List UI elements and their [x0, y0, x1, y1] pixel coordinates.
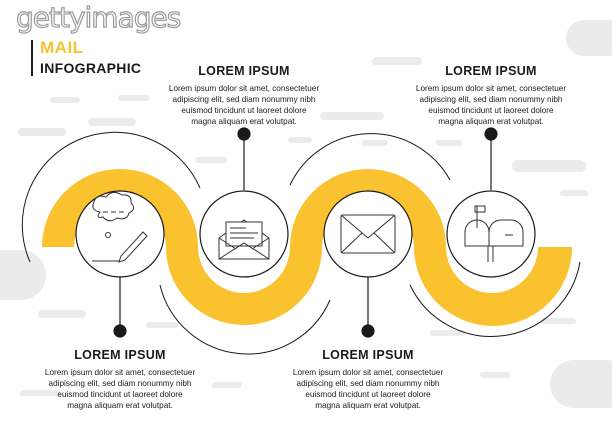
step-body: Lorem ipsum dolor sit amet, consectetuer… [154, 83, 334, 127]
background-dashes [0, 20, 612, 408]
step-1-text: LOREM IPSUM Lorem ipsum dolor sit amet, … [30, 348, 210, 411]
watermark: gettyimages [15, 1, 182, 34]
step-2-text: LOREM IPSUM Lorem ipsum dolor sit amet, … [154, 64, 334, 127]
step-body: Lorem ipsum dolor sit amet, consectetuer… [401, 83, 581, 127]
body-line: magna aliquam erat volutpat. [67, 401, 173, 410]
body-line: Lorem ipsum dolor sit amet, consectetuer [292, 368, 444, 377]
outline-arcs [21, 131, 581, 355]
mailbox-icon [464, 205, 524, 262]
body-line: adipiscing elit, sed diam nonummy nibh [48, 379, 192, 388]
envelope-icon [340, 214, 396, 254]
step-heading: LOREM IPSUM [322, 348, 414, 362]
connectors [113, 127, 498, 338]
body-line: euismod tincidunt ut laoreet dolore [428, 106, 554, 115]
body-line: adipiscing elit, sed diam nonummy nibh [296, 379, 440, 388]
body-line: Lorem ipsum dolor sit amet, consectetuer [168, 84, 320, 93]
title-infographic: INFOGRAPHIC [40, 60, 142, 76]
step-circles [75, 190, 536, 278]
title-bar [31, 40, 33, 76]
open-envelope-letter-icon [218, 219, 270, 260]
body-line: euismod tincidunt ut laoreet dolore [305, 390, 431, 399]
step-body: Lorem ipsum dolor sit amet, consectetuer… [30, 367, 210, 411]
yellow-wave-band [42, 169, 572, 326]
body-line: Lorem ipsum dolor sit amet, consectetuer [44, 368, 196, 377]
step-3-text: LOREM IPSUM Lorem ipsum dolor sit amet, … [278, 348, 458, 411]
title-mail: MAIL [40, 38, 84, 57]
body-line: magna aliquam erat volutpat. [438, 117, 544, 126]
body-line: magna aliquam erat volutpat. [191, 117, 297, 126]
step-4-text: LOREM IPSUM Lorem ipsum dolor sit amet, … [401, 64, 581, 127]
body-line: euismod tincidunt ut laoreet dolore [57, 390, 183, 399]
step-body: Lorem ipsum dolor sit amet, consectetuer… [278, 367, 458, 411]
body-line: adipiscing elit, sed diam nonummy nibh [419, 95, 563, 104]
body-line: euismod tincidunt ut laoreet dolore [181, 106, 307, 115]
body-line: Lorem ipsum dolor sit amet, consectetuer [415, 84, 567, 93]
step-heading: LOREM IPSUM [74, 348, 166, 362]
body-line: adipiscing elit, sed diam nonummy nibh [172, 95, 316, 104]
step-heading: LOREM IPSUM [198, 64, 290, 78]
step-heading: LOREM IPSUM [445, 64, 537, 78]
body-line: magna aliquam erat volutpat. [315, 401, 421, 410]
thought-pencil-icon [92, 191, 148, 263]
